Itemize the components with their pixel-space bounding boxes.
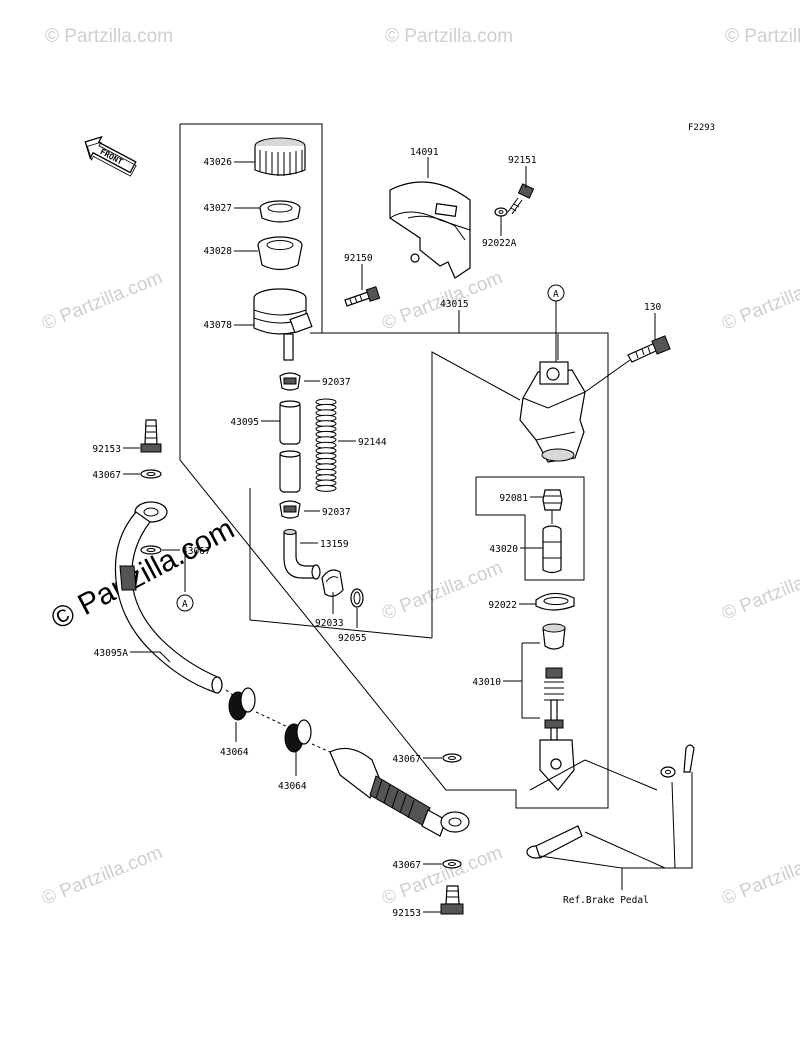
part-label: 92153	[92, 444, 121, 455]
part-label: 92153	[392, 908, 421, 919]
o-ring-92055	[350, 588, 364, 608]
diaphragm-plate-43027	[259, 200, 301, 223]
washer-92022A	[494, 207, 508, 217]
watermark-text: © Partzilla.com	[719, 267, 800, 334]
part-label: 43095	[230, 417, 259, 428]
diaphragm-43028	[257, 236, 303, 271]
elbow-13159	[283, 529, 321, 580]
master-cylinder-43015	[519, 334, 586, 463]
part-labels: 43026 43027 43028 43078 14091 92151 9202…	[92, 147, 661, 919]
part-label: 92037	[322, 377, 351, 388]
watermark-text: © Partzilla.com	[719, 842, 800, 909]
banjo-bolt-92153-lower	[440, 885, 464, 915]
washer-43067-b	[140, 545, 162, 555]
part-label: 92022A	[482, 238, 517, 249]
washer-43067-d	[442, 859, 462, 869]
washer-pin-right	[660, 744, 695, 778]
watermark-text: © Partzilla.com	[719, 557, 800, 624]
part-label: 43010	[472, 677, 501, 688]
grommet-43064-b	[284, 719, 312, 753]
part-label: 13159	[320, 539, 349, 550]
brake-hose-43095A	[114, 511, 223, 694]
watermark-text: © Partzilla.com	[39, 842, 166, 909]
callout-a-upper: A	[547, 284, 565, 362]
reservoir-43078	[253, 288, 313, 361]
piston-kit-92081	[542, 489, 563, 524]
callout-a-lower: A	[176, 594, 194, 612]
part-label: 43067	[92, 470, 121, 481]
circlip-92033	[321, 569, 344, 597]
bolt-130	[584, 335, 671, 393]
part-label: 92144	[358, 437, 387, 448]
banjo-fitting-lower	[440, 811, 470, 833]
part-label: 43028	[203, 246, 232, 257]
part-label: 43026	[203, 157, 232, 168]
part-label: 43067	[182, 546, 211, 557]
hose-43095	[279, 400, 301, 493]
part-label: 92151	[508, 155, 537, 166]
grommet-43064-a	[228, 687, 256, 721]
part-label: 43064	[278, 781, 307, 792]
washer-43067-c	[442, 753, 462, 763]
callout-a-label: A	[553, 289, 559, 300]
part-label: 43020	[489, 544, 518, 555]
ref-brake-pedal-leaders	[529, 759, 693, 890]
watermark-layer: © Partzilla.com © Partzilla.com © Partzi…	[39, 26, 800, 910]
watermark-text: © Partzilla.com	[385, 26, 513, 47]
part-label: 43067	[392, 754, 421, 765]
cover-14091	[389, 181, 471, 279]
watermark-text: © Partzilla.com	[379, 842, 506, 909]
clevis-pin	[526, 825, 583, 859]
part-label: 92022	[488, 600, 517, 611]
part-label: 43015	[440, 299, 469, 310]
assembly-outline	[179, 123, 609, 809]
part-label: 43027	[203, 203, 232, 214]
part-label: 43095A	[94, 648, 129, 659]
clamp-92037-lower	[279, 500, 301, 519]
bolt-92150	[344, 286, 381, 307]
part-label: 43067	[392, 860, 421, 871]
ref-brake-pedal-label: Ref.Brake Pedal	[563, 895, 649, 906]
label-leaders	[123, 157, 656, 913]
watermark-text: © Partzilla.com	[39, 267, 166, 334]
part-label: 130	[644, 302, 661, 313]
hose-fitting-lower	[329, 747, 447, 837]
reservoir-cap-43026	[254, 137, 306, 176]
spring-coil	[315, 484, 337, 492]
push-rod-43010	[539, 623, 575, 791]
figure-code: F2293	[688, 123, 715, 133]
circlip-92022	[535, 592, 575, 611]
watermark-text: © Partzilla.com	[45, 26, 173, 47]
piston-43020	[542, 525, 562, 574]
watermark-text: © Partzilla.com	[379, 557, 506, 624]
front-arrow-icon: FRONT	[84, 135, 137, 177]
spring-92144	[315, 398, 337, 492]
part-label: 92037	[322, 507, 351, 518]
banjo-bolt-92153-upper	[140, 419, 162, 453]
bolt-92151	[507, 183, 535, 215]
watermark-text: © Partzilla.com	[725, 26, 800, 47]
clamp-92037-upper	[279, 372, 301, 391]
part-label: 14091	[410, 147, 439, 158]
part-label: 92055	[338, 633, 367, 644]
part-label: 43064	[220, 747, 249, 758]
callout-a-label: A	[182, 599, 188, 610]
part-label: 92150	[344, 253, 373, 264]
part-label: 92033	[315, 618, 344, 629]
part-label: 43078	[203, 320, 232, 331]
part-label: 92081	[499, 493, 528, 504]
dashed-connectors	[225, 689, 331, 753]
washer-43067-a	[140, 469, 162, 479]
